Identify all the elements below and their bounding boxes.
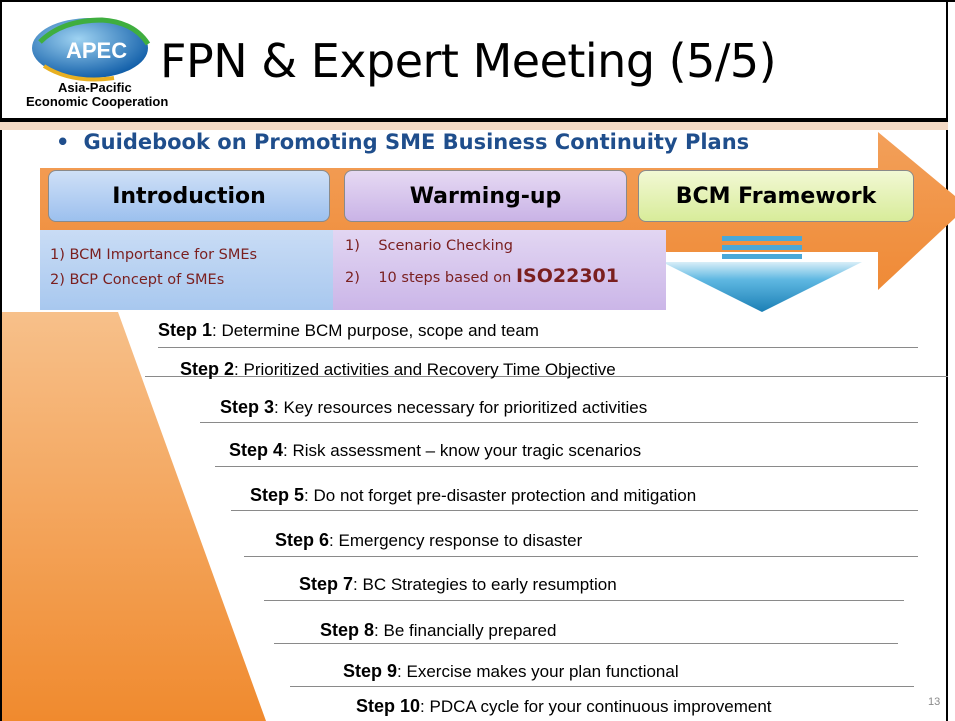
- down-arrow: [662, 236, 862, 312]
- step-5: Step 5: Do not forget pre-disaster prote…: [250, 485, 697, 505]
- step-divider: [290, 686, 914, 687]
- intro-item: 2) BCP Concept of SMEs: [50, 272, 225, 288]
- title-band: [0, 122, 948, 130]
- step-divider: [231, 510, 918, 511]
- step-divider: [264, 600, 904, 601]
- step-6: Step 6: Emergency response to disaster: [275, 530, 583, 550]
- page-number: 13: [928, 696, 941, 708]
- slide-border-right: [946, 0, 948, 721]
- step-3: Step 3: Key resources necessary for prio…: [220, 397, 648, 417]
- bullet-dot-icon: •: [56, 130, 70, 154]
- step-divider: [244, 556, 918, 557]
- step-divider: [200, 422, 918, 423]
- step-divider: [145, 376, 948, 377]
- guidebook-bullet: • Guidebook on Promoting SME Business Con…: [56, 130, 749, 154]
- introduction-panel: [40, 230, 333, 310]
- logo-line2: Economic Cooperation: [26, 94, 169, 109]
- step-divider: [274, 643, 898, 644]
- apec-logo: APEC: [32, 17, 151, 82]
- iso-standard: ISO22301: [515, 265, 619, 287]
- step-7: Step 7: BC Strategies to early resumptio…: [299, 574, 617, 594]
- logo-line1: Asia-Pacific: [58, 80, 132, 95]
- slide-title: FPN & Expert Meeting (5/5): [160, 34, 777, 88]
- step-divider: [158, 347, 918, 348]
- step-4: Step 4: Risk assessment – know your trag…: [229, 440, 642, 460]
- phase-warming-up: Warming-up: [344, 170, 627, 222]
- title-rule: [0, 118, 948, 122]
- step-2: Step 2: Prioritized activities and Recov…: [180, 359, 616, 379]
- left-orange-wedge: [2, 312, 266, 721]
- logo-mark: APEC: [66, 38, 127, 63]
- slide-border-top: [0, 0, 955, 2]
- step-10: Step 10: PDCA cycle for your continuous …: [356, 696, 772, 716]
- intro-item: 1) BCM Importance for SMEs: [50, 247, 258, 263]
- warmup-item: 1) Scenario Checking: [345, 238, 513, 254]
- step-divider: [215, 466, 918, 467]
- guidebook-title: Guidebook on Promoting SME Business Cont…: [83, 130, 750, 154]
- phase-bcm-framework: BCM Framework: [638, 170, 914, 222]
- warmup-item: 2) 10 steps based on ISO22301: [345, 265, 619, 287]
- step-8: Step 8: Be financially prepared: [320, 620, 557, 640]
- phase-introduction: Introduction: [48, 170, 330, 222]
- step-1: Step 1: Determine BCM purpose, scope and…: [158, 320, 539, 340]
- warmup-panel: [333, 230, 666, 310]
- slide-border-left: [0, 0, 2, 721]
- step-9: Step 9: Exercise makes your plan functio…: [343, 661, 679, 681]
